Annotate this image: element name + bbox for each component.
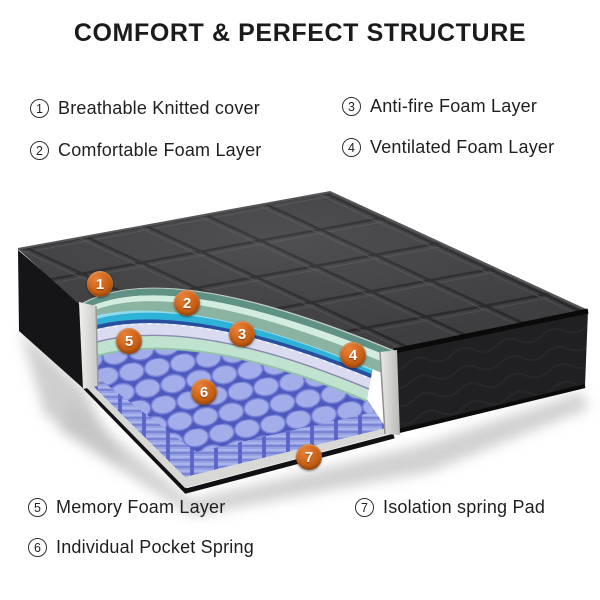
floor-shadow — [20, 330, 590, 516]
quilted-top-cover — [17, 190, 589, 354]
legend-item-individual-pocket-spring: 6 Individual Pocket Spring — [28, 537, 254, 558]
legend-item-anti-fire-foam-layer: 3 Anti-fire Foam Layer — [342, 96, 537, 117]
corner-post — [379, 350, 400, 435]
marker-badge-2: 2 — [174, 290, 200, 316]
marker-badge-4: 4 — [340, 342, 366, 368]
marker-badge-6: 6 — [191, 379, 217, 405]
legend-label: Anti-fire Foam Layer — [370, 96, 538, 116]
mattress-side-left — [18, 250, 84, 389]
cut-edge-strip — [79, 302, 99, 389]
marker-badge-5: 5 — [116, 328, 142, 354]
marker-badge-3: 3 — [229, 321, 255, 347]
legend-label: Isolation spring Pad — [383, 497, 546, 517]
circled-number-6-icon: 6 — [28, 538, 47, 557]
ventilated-foam-layer — [81, 288, 396, 379]
legend-item-breathable-knitted-cover: 1 Breathable Knitted cover — [30, 98, 260, 119]
legend-label: Comfortable Foam Layer — [58, 140, 262, 160]
legend-item-isolation-spring-pad: 7 Isolation spring Pad — [355, 497, 545, 518]
circled-number-4-icon: 4 — [342, 138, 361, 157]
circled-number-2-icon: 2 — [30, 141, 49, 160]
legend-label: Individual Pocket Spring — [56, 537, 254, 557]
circled-number-3-icon: 3 — [342, 97, 361, 116]
legend-label: Memory Foam Layer — [56, 497, 226, 517]
circled-number-7-icon: 7 — [355, 498, 374, 517]
circled-number-1-icon: 1 — [30, 99, 49, 118]
marker-badge-7: 7 — [296, 444, 322, 470]
page-title: COMFORT & PERFECT STRUCTURE — [73, 19, 527, 47]
isolation-spring-pad — [82, 380, 395, 494]
legend-label: Ventilated Foam Layer — [370, 137, 555, 157]
circled-number-5-icon: 5 — [28, 498, 47, 517]
marker-badge-1: 1 — [87, 271, 113, 297]
legend-item-comfortable-foam-layer: 2 Comfortable Foam Layer — [30, 140, 261, 161]
legend-item-memory-foam-layer: 5 Memory Foam Layer — [28, 497, 225, 518]
legend-label: Breathable Knitted cover — [58, 98, 260, 118]
legend-item-ventilated-foam-layer: 4 Ventilated Foam Layer — [342, 137, 554, 158]
